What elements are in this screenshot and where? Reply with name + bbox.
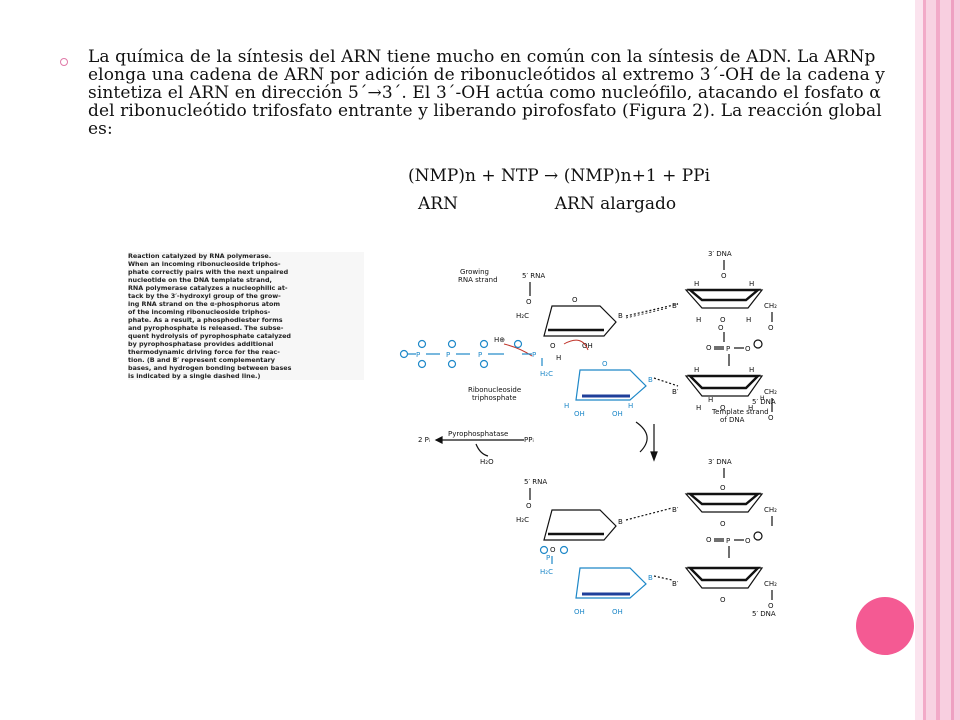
- svg-text:O: O: [745, 345, 751, 353]
- label-rna-strand: RNA strand: [458, 276, 498, 284]
- svg-text:OH: OH: [574, 608, 585, 616]
- svg-text:H: H: [694, 280, 699, 288]
- incoming-triphosphate: [399, 339, 543, 369]
- label-5-dna-top: 5′ DNA: [752, 398, 776, 406]
- svg-text:H: H: [749, 366, 754, 374]
- svg-text:O: O: [768, 324, 774, 332]
- svg-text:B′: B′: [672, 580, 679, 588]
- label-3-dna-bottom: 3′ DNA: [708, 458, 732, 466]
- svg-text:P: P: [478, 351, 482, 359]
- rna-sugar-ring-top: [543, 305, 617, 337]
- label-3-dna-top: 3′ DNA: [708, 250, 732, 258]
- svg-text:H₂C: H₂C: [516, 312, 529, 320]
- svg-text:P: P: [726, 345, 730, 353]
- svg-text:OH: OH: [574, 410, 585, 418]
- svg-text:H₂C: H₂C: [540, 370, 553, 378]
- svg-text:O: O: [720, 596, 726, 604]
- svg-text:H: H: [556, 354, 561, 362]
- svg-text:O: O: [768, 602, 774, 610]
- label-2pi: 2 Pᵢ: [418, 436, 430, 444]
- label-5-dna-bottom: 5′ DNA: [752, 610, 776, 618]
- svg-text:O: O: [572, 296, 578, 304]
- svg-text:H: H: [628, 402, 633, 410]
- svg-text:B: B: [648, 574, 653, 582]
- svg-text:CH₂: CH₂: [764, 580, 777, 588]
- bullet-icon: [60, 58, 68, 66]
- svg-text:OH: OH: [612, 410, 623, 418]
- svg-text:B′: B′: [672, 506, 679, 514]
- label-template-strand: Template strand: [711, 408, 769, 416]
- svg-text:O: O: [720, 484, 726, 492]
- svg-text:H: H: [564, 402, 569, 410]
- svg-text:O: O: [745, 537, 751, 545]
- reaction-equation: (NMP)n + NTP → (NMP)n+1 + PPi: [408, 166, 711, 186]
- svg-text:H: H: [749, 280, 754, 288]
- svg-text:of DNA: of DNA: [720, 416, 745, 424]
- svg-text:P: P: [446, 351, 450, 359]
- rna-polymerase-figure: 3′ DNA O H H H H O B′ CH₂ O O O P O: [112, 238, 792, 618]
- svg-text:P: P: [546, 554, 550, 562]
- svg-text:H₂C: H₂C: [516, 516, 529, 524]
- svg-text:O: O: [720, 316, 726, 324]
- svg-text:P: P: [532, 351, 536, 359]
- svg-text:B′: B′: [672, 388, 679, 396]
- label-h-plus: H⊕: [494, 336, 505, 344]
- decorative-dot: [856, 597, 914, 655]
- label-arn: ARN: [418, 194, 458, 214]
- svg-text:O: O: [720, 404, 726, 412]
- svg-text:triphosphate: triphosphate: [472, 394, 517, 402]
- label-5-rna-bottom: 5′ RNA: [524, 478, 547, 486]
- decorative-stripes: [915, 0, 960, 720]
- svg-text:OH: OH: [612, 608, 623, 616]
- svg-text:H: H: [746, 316, 751, 324]
- svg-text:H: H: [760, 395, 765, 402]
- label-ribonucleoside: Ribonucleoside: [468, 386, 521, 394]
- svg-text:CH₂: CH₂: [764, 506, 777, 514]
- svg-text:H: H: [748, 404, 753, 412]
- svg-text:B: B: [618, 518, 623, 526]
- svg-text:O: O: [718, 324, 724, 332]
- label-pyrophosphatase: Pyrophosphatase: [448, 430, 508, 438]
- reaction-diagram: 3′ DNA O H H H H O B′ CH₂ O O O P O: [399, 250, 777, 618]
- label-h2o: H₂O: [480, 458, 494, 466]
- svg-text:OH: OH: [582, 342, 593, 350]
- label-arn-alargado: ARN alargado: [554, 194, 677, 214]
- svg-text:H: H: [708, 396, 713, 404]
- svg-text:B: B: [648, 376, 653, 384]
- svg-text:B′: B′: [672, 302, 679, 310]
- label-ppi: PPᵢ: [524, 436, 534, 444]
- svg-text:CH₂: CH₂: [764, 388, 777, 396]
- svg-text:O: O: [706, 344, 712, 352]
- svg-text:O: O: [720, 520, 726, 528]
- body-paragraph: La química de la síntesis del ARN tiene …: [88, 47, 886, 139]
- figure-caption: Reaction catalyzed by RNA polymerase. Wh…: [128, 252, 364, 380]
- svg-text:O: O: [526, 502, 532, 510]
- svg-text:O: O: [706, 536, 712, 544]
- svg-text:H₂C: H₂C: [540, 568, 553, 576]
- nucleophilic-attack-arrow: [563, 339, 589, 351]
- svg-text:H: H: [696, 404, 701, 412]
- svg-text:H: H: [696, 316, 701, 324]
- svg-text:B: B: [618, 312, 623, 320]
- svg-text:CH₂: CH₂: [764, 302, 777, 310]
- svg-text:O: O: [602, 360, 608, 368]
- equation-labels: ARN ARN alargado: [418, 194, 676, 214]
- label-5-rna-top: 5′ RNA: [522, 272, 545, 280]
- svg-text:H: H: [694, 366, 699, 374]
- svg-text:P: P: [416, 351, 420, 359]
- label-growing: Growing: [460, 268, 489, 276]
- svg-text:O: O: [550, 546, 556, 554]
- svg-text:O: O: [768, 414, 774, 422]
- svg-text:O: O: [526, 298, 532, 306]
- svg-text:O: O: [550, 342, 556, 350]
- svg-text:P: P: [726, 537, 730, 545]
- atom-o: O: [721, 272, 727, 280]
